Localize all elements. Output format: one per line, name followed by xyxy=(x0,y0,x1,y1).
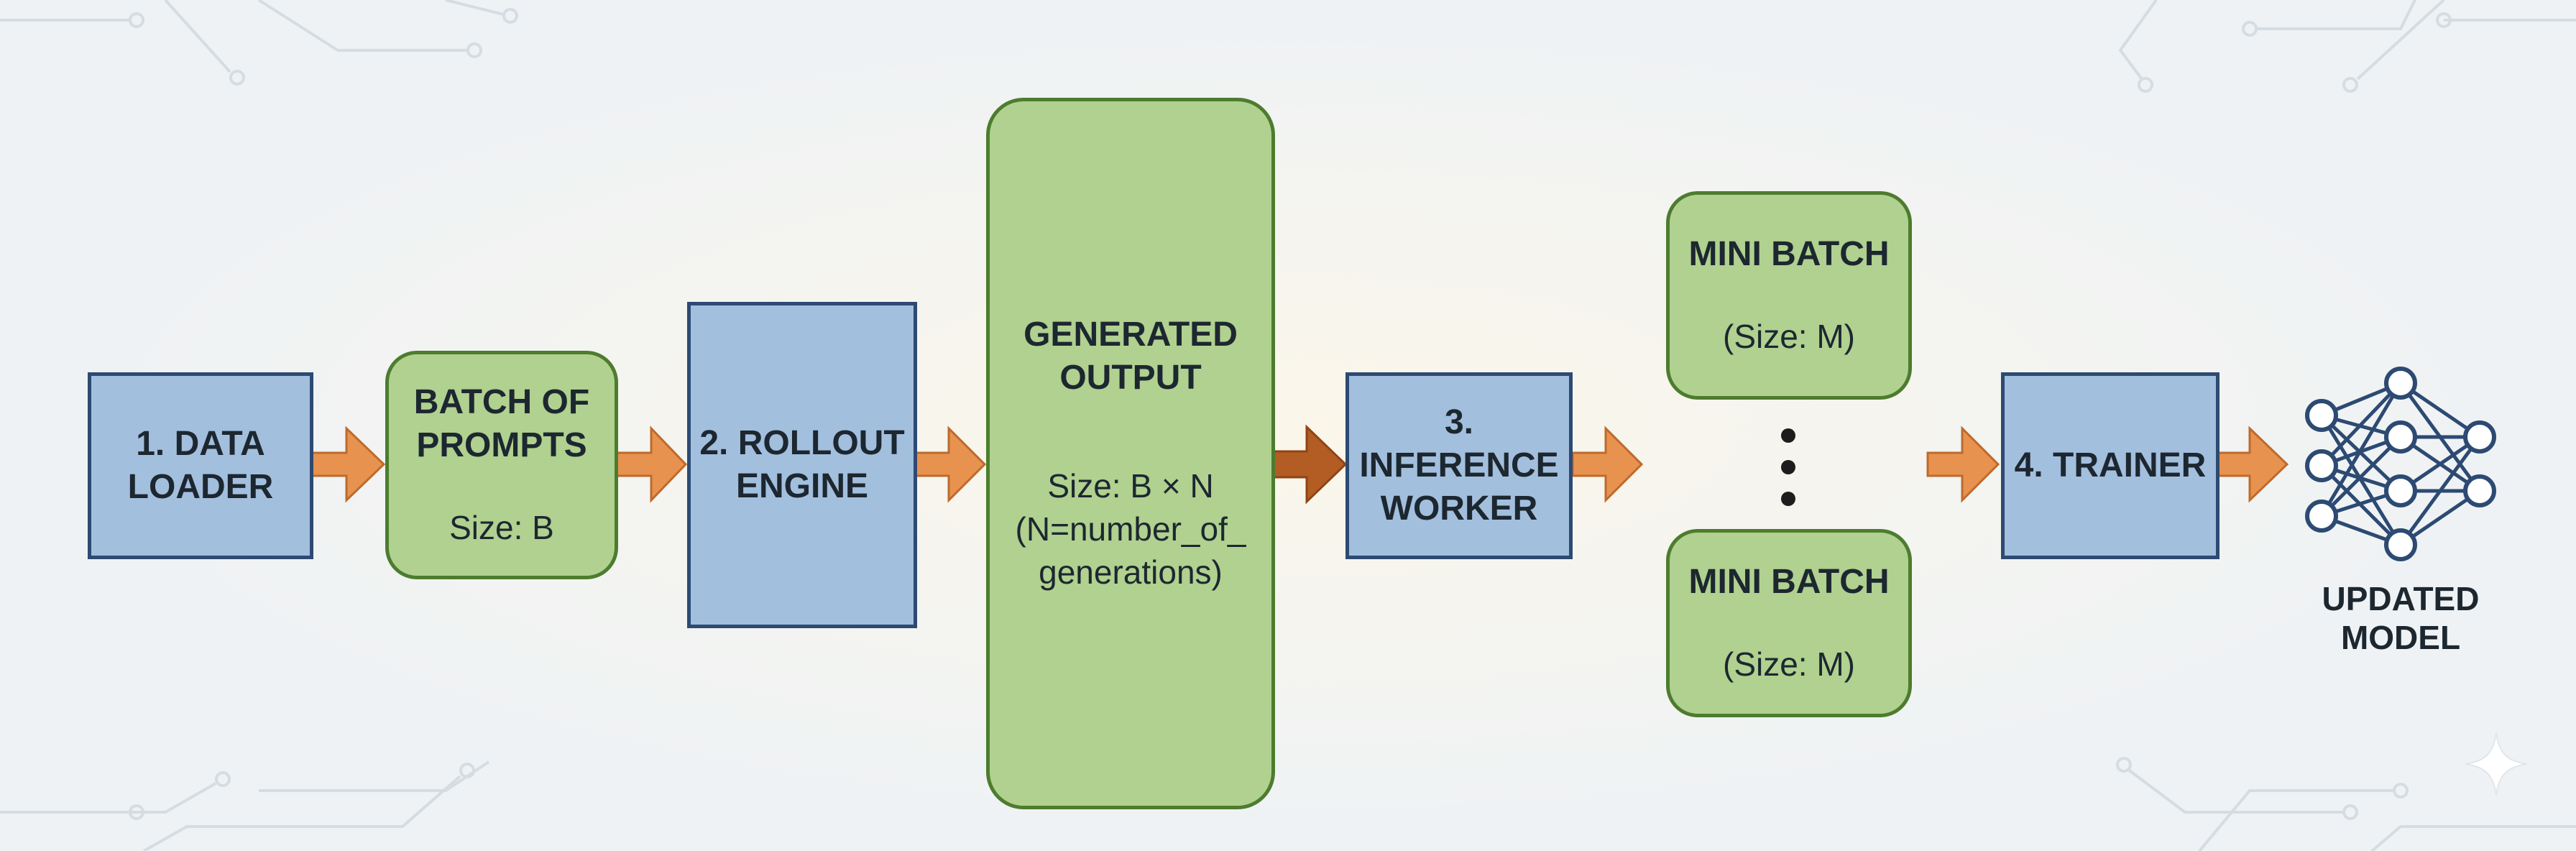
vertical-ellipsis-icon xyxy=(1774,428,1803,507)
arrow-output-to-inference xyxy=(1272,424,1348,505)
generated-output-label: GENERATED OUTPUT xyxy=(1024,316,1238,397)
mini-batch-top-size: (Size: M) xyxy=(1723,318,1855,355)
mini-batch-top-label: MINI BATCH xyxy=(1688,235,1890,273)
mini-batch-bottom-label: MINI BATCH xyxy=(1688,563,1890,601)
batch-of-prompts-node: BATCH OF PROMPTS Size: B xyxy=(385,351,618,579)
trainer-node: 4. TRAINER xyxy=(2001,372,2220,559)
batch-of-prompts-label: BATCH OF PROMPTS xyxy=(413,383,590,464)
inference-worker-node: 3. INFERENCE WORKER xyxy=(1346,372,1573,559)
generated-output-size: Size: B × N (N=number_of_ generations) xyxy=(1015,467,1246,591)
arrow-trainer-to-model xyxy=(2217,426,2289,503)
inference-worker-label: 3. INFERENCE WORKER xyxy=(1359,403,1559,528)
rollout-engine-label: 2. ROLLOUT ENGINE xyxy=(699,424,905,505)
arrow-rollout-to-output xyxy=(914,426,987,503)
arrow-loader-to-prompts xyxy=(310,426,386,503)
sparkle-icon xyxy=(2465,732,2528,796)
generated-output-node: GENERATED OUTPUT Size: B × N (N=number_o… xyxy=(986,98,1275,809)
data-loader-label: 1. DATA LOADER xyxy=(127,425,274,506)
mini-batch-bottom-node: MINI BATCH (Size: M) xyxy=(1666,529,1912,717)
updated-model-label: UPDATED MODEL xyxy=(2322,580,2480,656)
rollout-engine-node: 2. ROLLOUT ENGINE xyxy=(687,302,917,628)
arrow-inference-to-minibatch xyxy=(1571,426,1644,503)
data-loader-node: 1. DATA LOADER xyxy=(88,372,313,559)
neural-network-icon xyxy=(2305,367,2496,561)
arrow-minibatch-to-trainer xyxy=(1926,426,2000,503)
batch-of-prompts-size: Size: B xyxy=(449,509,554,546)
mini-batch-bottom-size: (Size: M) xyxy=(1723,645,1855,683)
mini-batch-top-node: MINI BATCH (Size: M) xyxy=(1666,191,1912,400)
arrow-prompts-to-rollout xyxy=(615,426,688,503)
trainer-label: 4. TRAINER xyxy=(2014,446,2207,484)
